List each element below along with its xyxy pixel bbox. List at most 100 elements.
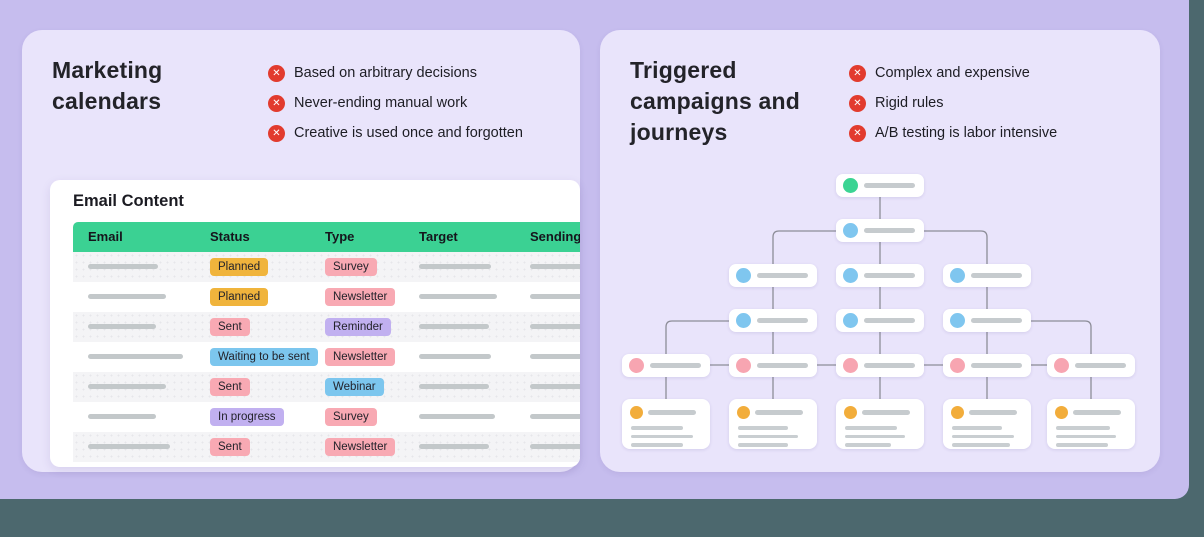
blue-dot-icon	[843, 223, 858, 238]
status-badge: In progress	[210, 408, 284, 426]
sending-placeholder-bar	[530, 294, 580, 299]
table-row: Sent Webinar	[73, 372, 580, 402]
target-placeholder-bar	[419, 414, 495, 419]
pain-point-item: ✕ Rigid rules	[849, 93, 944, 113]
journey-node	[1047, 354, 1135, 377]
pain-point-item: ✕Based on arbitrary decisions	[268, 63, 477, 83]
panel-title: Triggered campaigns and journeys	[630, 57, 801, 145]
type-badge: Survey	[325, 258, 377, 276]
email-placeholder-bar	[88, 354, 183, 359]
marketing-calendars-panel: Marketing calendars ✕Based on arbitrary …	[22, 30, 580, 472]
journey-node	[622, 354, 710, 377]
table-row: In progress Survey	[73, 402, 580, 432]
card-text-placeholder-line	[631, 434, 693, 438]
target-placeholder-bar	[419, 354, 491, 359]
journey-node	[836, 264, 924, 287]
journey-node	[943, 309, 1031, 332]
blue-dot-icon	[950, 313, 965, 328]
card-text-placeholder-line	[952, 426, 1002, 430]
journey-step-card	[622, 399, 710, 449]
card-text-placeholder-line	[1056, 443, 1108, 447]
card-text-placeholder-line	[738, 426, 788, 430]
pain-point-label: Rigid rules	[875, 95, 944, 111]
journey-step-card	[729, 399, 817, 449]
table-title: Email Content	[73, 192, 184, 210]
node-placeholder-bar	[864, 363, 915, 368]
node-placeholder-bar	[864, 228, 915, 233]
type-badge: Reminder	[325, 318, 391, 336]
journey-step-card	[943, 399, 1031, 449]
node-placeholder-bar	[1075, 363, 1126, 368]
card-text-placeholder-line	[1056, 426, 1110, 430]
target-placeholder-bar	[419, 324, 489, 329]
card-title-placeholder-bar	[969, 410, 1017, 415]
email-placeholder-bar	[88, 324, 156, 329]
column-header-email: Email	[88, 229, 123, 244]
status-badge: Planned	[210, 288, 269, 306]
card-title-placeholder-bar	[755, 410, 803, 415]
journey-node	[729, 354, 817, 377]
column-header-target: Target	[419, 229, 458, 244]
journey-node	[943, 264, 1031, 287]
journey-node	[836, 309, 924, 332]
pain-point-label: Never-ending manual work	[294, 95, 468, 111]
blue-dot-icon	[736, 268, 751, 283]
journey-node	[836, 219, 924, 242]
sending-placeholder-bar	[530, 324, 580, 329]
card-text-placeholder-line	[952, 443, 1010, 447]
card-text-placeholder-line	[738, 434, 798, 438]
yellow-dot-icon	[1055, 406, 1068, 419]
card-text-placeholder-line	[845, 434, 905, 438]
email-placeholder-bar	[88, 384, 166, 389]
x-circle-icon: ✕	[268, 64, 285, 82]
yellow-dot-icon	[737, 406, 750, 419]
card-text-placeholder-line	[631, 426, 683, 430]
card-title-placeholder-bar	[862, 410, 910, 415]
journey-flow-diagram	[600, 160, 1160, 472]
status-badge: Planned	[210, 258, 269, 276]
card-text-placeholder-line	[631, 443, 683, 447]
card-text-placeholder-line	[845, 426, 897, 430]
sending-placeholder-bar	[530, 444, 580, 449]
type-badge: Webinar	[325, 378, 384, 396]
email-placeholder-bar	[88, 444, 170, 449]
blue-dot-icon	[843, 313, 858, 328]
green-dot-icon	[843, 178, 858, 193]
email-placeholder-bar	[88, 264, 158, 269]
pink-dot-icon	[736, 358, 751, 373]
blue-dot-icon	[843, 268, 858, 283]
panel-title: Marketing calendars	[52, 57, 163, 114]
node-placeholder-bar	[757, 363, 808, 368]
pain-point-label: Complex and expensive	[875, 65, 1030, 81]
email-placeholder-bar	[88, 414, 156, 419]
journey-node	[729, 309, 817, 332]
sending-placeholder-bar	[530, 264, 580, 269]
type-badge: Survey	[325, 408, 377, 426]
pain-point-item: ✕A/B testing is labor intensive	[849, 123, 1057, 143]
yellow-dot-icon	[844, 406, 857, 419]
node-placeholder-bar	[864, 273, 915, 278]
column-header-sending: Sending	[530, 229, 580, 244]
card-title-placeholder-bar	[1073, 410, 1121, 415]
table-row: Planned Survey	[73, 252, 580, 282]
card-title-placeholder-bar	[648, 410, 696, 415]
target-placeholder-bar	[419, 384, 489, 389]
column-header-status: Status	[210, 229, 250, 244]
x-circle-icon: ✕	[849, 94, 866, 112]
status-badge: Sent	[210, 378, 250, 396]
pain-point-label: A/B testing is labor intensive	[875, 125, 1058, 141]
node-placeholder-bar	[864, 183, 915, 188]
status-badge: Waiting to be sent	[210, 348, 318, 366]
card-text-placeholder-line	[738, 443, 788, 447]
pain-point-label: Creative is used once and forgotten	[294, 125, 523, 141]
journey-step-card	[836, 399, 924, 449]
x-circle-icon: ✕	[268, 124, 285, 142]
journey-node	[943, 354, 1031, 377]
blue-dot-icon	[950, 268, 965, 283]
